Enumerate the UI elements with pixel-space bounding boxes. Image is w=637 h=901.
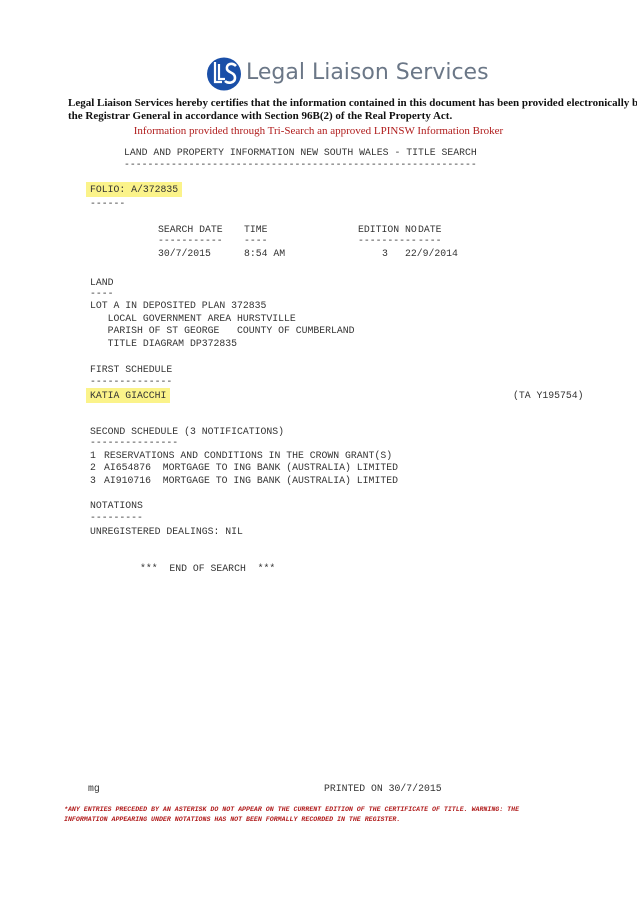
document-title: LAND AND PROPERTY INFORMATION NEW SOUTH … [124, 147, 477, 158]
notations-heading: NOTATIONS [90, 500, 143, 511]
land-line: LOT A IN DEPOSITED PLAN 372835 [90, 300, 267, 311]
transfer-reference: (TA Y195754) [513, 390, 584, 401]
second-schedule-heading: SECOND SCHEDULE (3 NOTIFICATIONS) [90, 426, 285, 437]
land-line: TITLE DIAGRAM DP372835 [90, 338, 237, 349]
certification-line-1: Legal Liaison Services hereby certifies … [68, 97, 637, 109]
land-heading: LAND [90, 277, 114, 288]
notification-text: AI654876 MORTGAGE TO ING BANK (AUSTRALIA… [104, 462, 398, 473]
header-edition-no: EDITION NO [358, 224, 417, 235]
printed-date: PRINTED ON 30/7/2015 [324, 783, 442, 794]
rule-date: ---- [418, 235, 442, 246]
second-schedule-rule: --------------- [90, 437, 179, 448]
header-date: DATE [418, 224, 442, 235]
header-search-date: SEARCH DATE [158, 224, 223, 235]
folio-identifier: FOLIO: A/372835 [86, 182, 183, 197]
value-edition-no: 3 [382, 248, 388, 259]
rule-edition-no: ---------- [358, 235, 417, 246]
warning-line-1: *ANY ENTRIES PRECEDED BY AN ASTERISK DO … [64, 806, 520, 813]
unregistered-dealings: UNREGISTERED DEALINGS: NIL [90, 526, 243, 537]
notification-text: AI910716 MORTGAGE TO ING BANK (AUSTRALIA… [104, 475, 398, 486]
notification-number: 3 [90, 475, 96, 486]
value-search-date: 30/7/2015 [158, 248, 211, 259]
notations-rule: --------- [90, 512, 143, 523]
value-time: 8:54 AM [244, 248, 286, 259]
header-time: TIME [244, 224, 268, 235]
registered-owner: KATIA GIACCHI [86, 388, 171, 403]
operator-initials: mg [88, 783, 100, 794]
value-date: 22/9/2014 [405, 248, 458, 259]
rule-time: ---- [244, 235, 268, 246]
lls-logo-icon [207, 57, 241, 91]
first-schedule-heading: FIRST SCHEDULE [90, 364, 173, 375]
land-line: LOCAL GOVERNMENT AREA HURSTVILLE [90, 313, 296, 324]
logo-text: Legal Liaison Services [246, 60, 489, 85]
land-line: PARISH OF ST GEORGE COUNTY OF CUMBERLAND [90, 325, 355, 336]
rule-search-date: ----------- [158, 235, 223, 246]
broker-line: Information provided through Tri-Search … [133, 125, 504, 137]
title-rule: ----------------------------------------… [124, 159, 477, 170]
warning-line-2: INFORMATION APPEARING UNDER NOTATIONS HA… [64, 816, 401, 823]
land-rule: ---- [90, 288, 114, 299]
notification-number: 2 [90, 462, 96, 473]
end-of-search: *** END OF SEARCH *** [140, 563, 276, 574]
first-schedule-rule: -------------- [90, 376, 173, 387]
folio-rule: ------ [90, 198, 126, 209]
notification-number: 1 [90, 450, 96, 461]
notification-text: RESERVATIONS AND CONDITIONS IN THE CROWN… [104, 450, 393, 461]
certification-line-2: the Registrar General in accordance with… [68, 110, 453, 122]
